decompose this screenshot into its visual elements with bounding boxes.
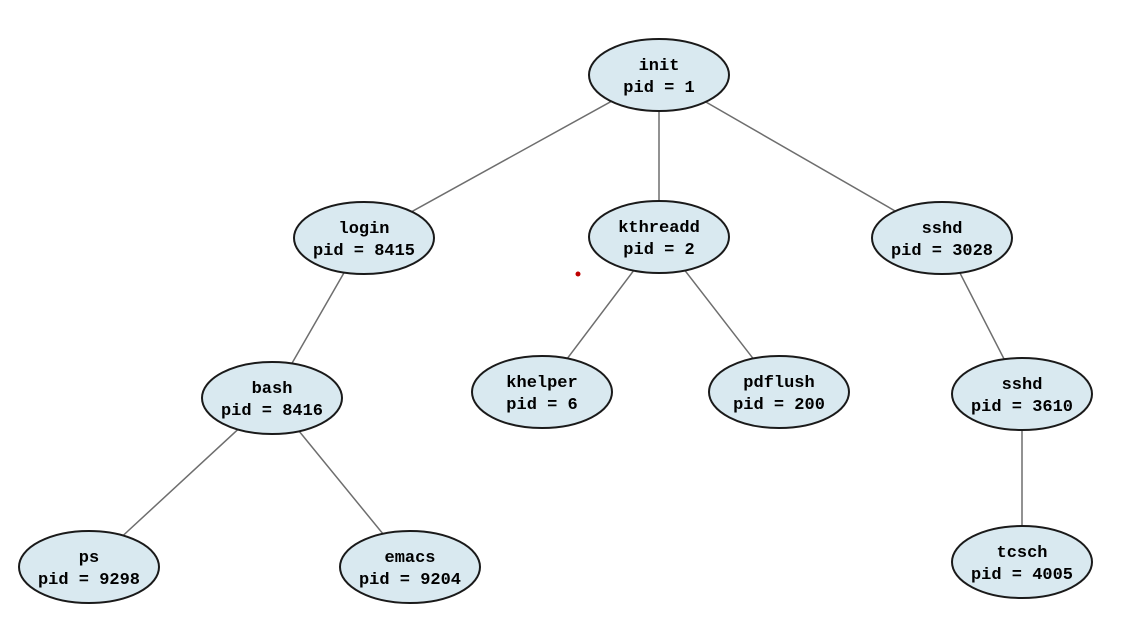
process-node-emacs: emacs pid = 9204 (339, 530, 481, 604)
node-pid: pid = 3028 (891, 242, 993, 261)
node-pid: pid = 8416 (221, 402, 323, 421)
node-pid: pid = 4005 (971, 566, 1073, 585)
node-pid: pid = 1 (623, 79, 694, 98)
node-ellipse (951, 357, 1093, 431)
node-pid: pid = 3610 (971, 398, 1073, 417)
node-ellipse (951, 525, 1093, 599)
node-process-name: init (639, 57, 680, 76)
node-process-name: emacs (384, 549, 435, 568)
node-process-name: sshd (922, 220, 963, 239)
process-node-bash: bash pid = 8416 (201, 361, 343, 435)
node-process-name: tcsch (996, 544, 1047, 563)
node-ellipse (471, 355, 613, 429)
process-node-khelper: khelper pid = 6 (471, 355, 613, 429)
node-pid: pid = 6 (506, 396, 577, 415)
node-process-name: bash (252, 380, 293, 399)
process-node-sshd-3610: sshd pid = 3610 (951, 357, 1093, 431)
process-node-init: init pid = 1 (588, 38, 730, 112)
edge-init-login (363, 74, 660, 239)
node-ellipse (339, 530, 481, 604)
node-pid: pid = 9298 (38, 571, 140, 590)
process-node-ps: ps pid = 9298 (18, 530, 160, 604)
process-node-pdflush: pdflush pid = 200 (708, 355, 850, 429)
node-process-name: pdflush (743, 374, 814, 393)
process-node-sshd-3028: sshd pid = 3028 (871, 201, 1013, 275)
node-ellipse (708, 355, 850, 429)
node-ellipse (18, 530, 160, 604)
stray-red-dot (575, 271, 581, 277)
process-node-login: login pid = 8415 (293, 201, 435, 275)
node-ellipse (871, 201, 1013, 275)
node-process-name: khelper (506, 374, 577, 393)
node-ellipse (588, 200, 730, 274)
node-pid: pid = 8415 (313, 242, 415, 261)
node-pid: pid = 2 (623, 241, 694, 260)
node-ellipse (201, 361, 343, 435)
node-process-name: login (338, 220, 389, 239)
process-node-tcsch: tcsch pid = 4005 (951, 525, 1093, 599)
node-ellipse (293, 201, 435, 275)
edge-lines (88, 74, 1023, 568)
node-pid: pid = 9204 (359, 571, 461, 590)
node-pid: pid = 200 (733, 396, 825, 415)
node-process-name: kthreadd (618, 219, 700, 238)
process-node-kthreadd: kthreadd pid = 2 (588, 200, 730, 274)
node-process-name: sshd (1002, 376, 1043, 395)
node-ellipse (588, 38, 730, 112)
node-process-name: ps (79, 549, 99, 568)
